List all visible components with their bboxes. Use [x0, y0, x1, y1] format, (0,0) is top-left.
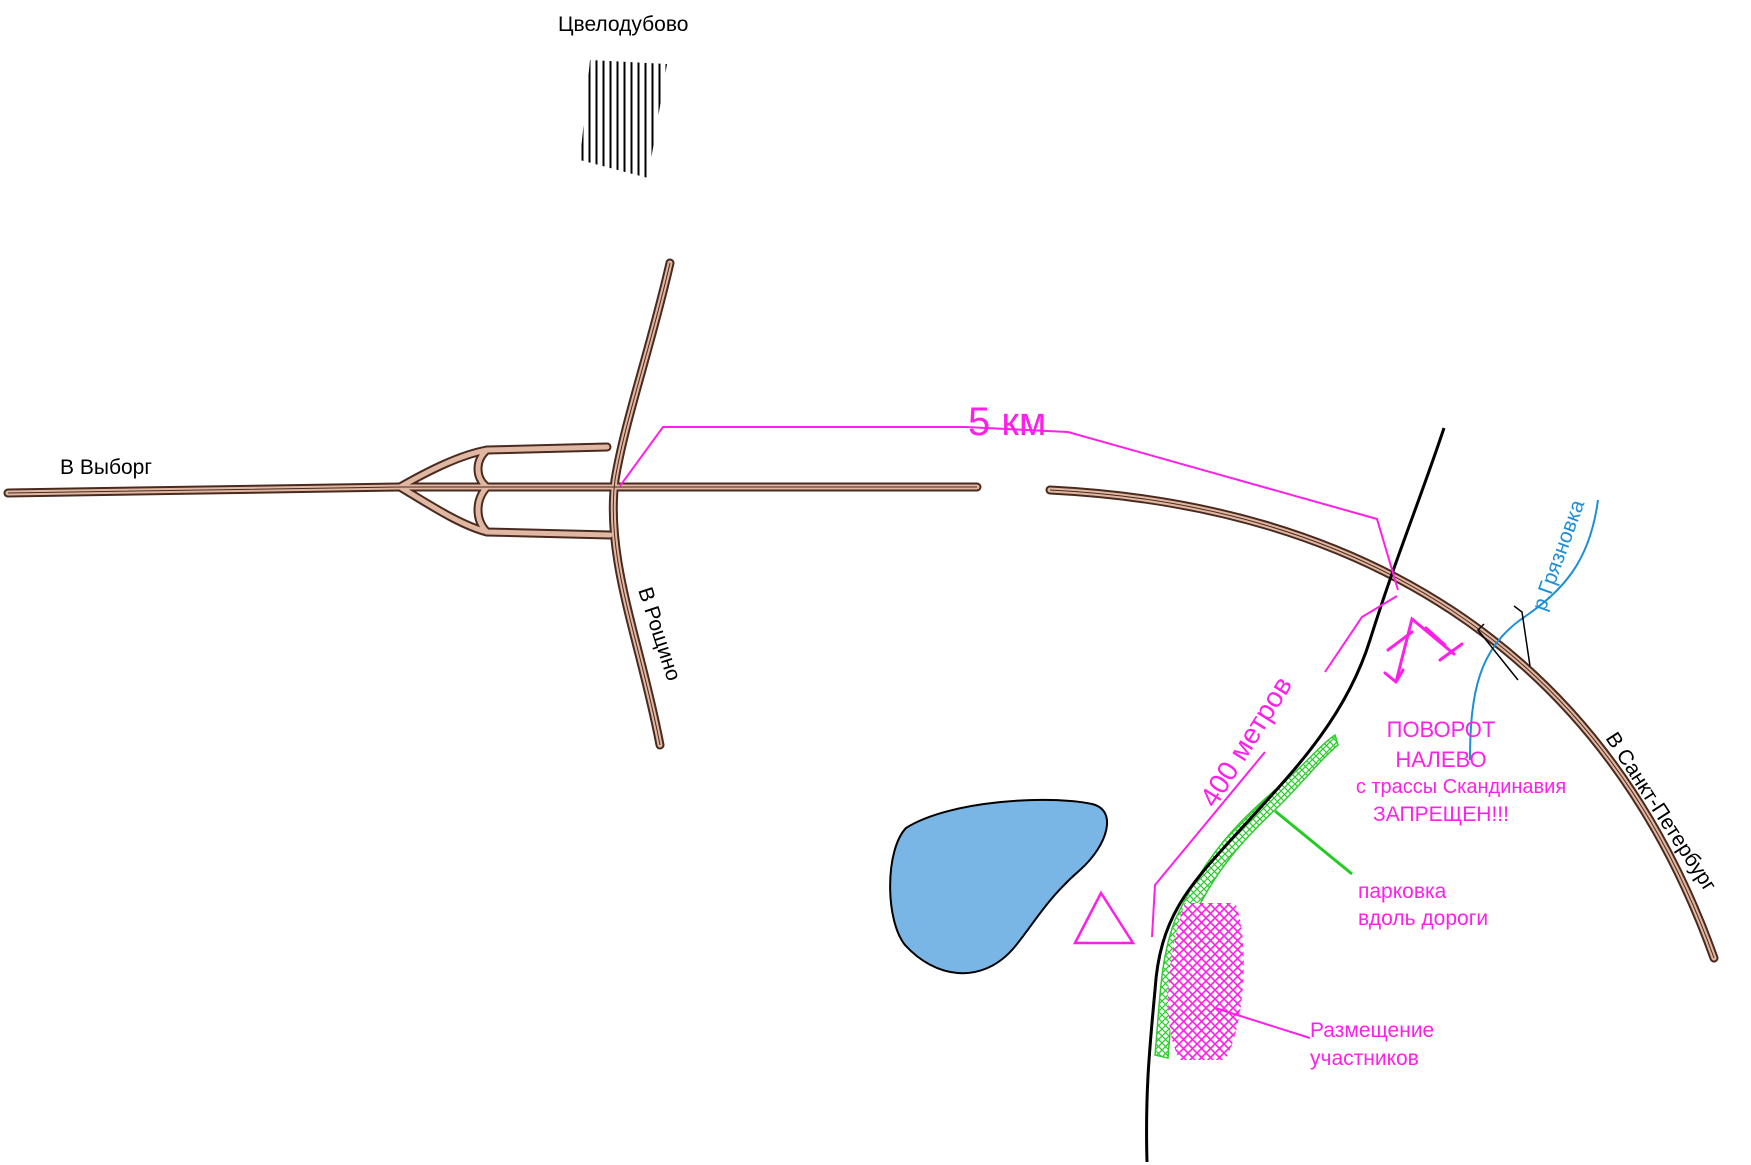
svg-text:парковка: парковка: [1358, 880, 1447, 903]
svg-text:ЗАПРЕЩЕН!!!: ЗАПРЕЩЕН!!!: [1373, 803, 1509, 826]
camp-pointer: [1214, 1007, 1311, 1039]
to-spb-label: В Санкт-Петербург: [1601, 728, 1721, 896]
svg-text:НАЛЕВО: НАЛЕВО: [1395, 747, 1486, 772]
distance-5km-label: 5 км: [968, 400, 1046, 444]
distance-5km-line: [619, 426, 1399, 591]
svg-text:с трассы Скандинавия: с трассы Скандинавия: [1356, 776, 1566, 798]
parking-label: парковка вдоль дороги: [1358, 880, 1488, 930]
roads-edge: [3, 258, 1719, 963]
village-label: Цвелодубово: [558, 13, 688, 36]
roads-centerline: [7, 262, 1715, 959]
river: [1469, 499, 1599, 761]
distance-400m-line-lower: [1151, 751, 1266, 938]
railway-line: [1145, 427, 1446, 1163]
camp-label: Размещение участников: [1310, 1019, 1434, 1070]
crossed-arrow-icon: [1383, 616, 1464, 684]
to-vyborg-label: В Выборг: [60, 456, 152, 479]
river-label: р.Грязновка: [1528, 497, 1589, 614]
parking-pointer: [1274, 809, 1353, 876]
distance-400m-line: [1324, 595, 1398, 673]
lake: [889, 798, 1108, 975]
warning-text: ПОВОРОТ НАЛЕВО с трассы Скандинавия ЗАПР…: [1356, 717, 1566, 826]
svg-text:ПОВОРОТ: ПОВОРОТ: [1387, 717, 1496, 742]
triangle-icon: [1072, 890, 1136, 945]
svg-text:Размещение: Размещение: [1310, 1019, 1434, 1042]
bridge-icon: [1476, 605, 1531, 681]
svg-text:участников: участников: [1310, 1047, 1419, 1070]
svg-text:вдоль дороги: вдоль дороги: [1358, 907, 1488, 930]
village-area: [580, 60, 667, 178]
camp-area: [1168, 903, 1244, 1060]
